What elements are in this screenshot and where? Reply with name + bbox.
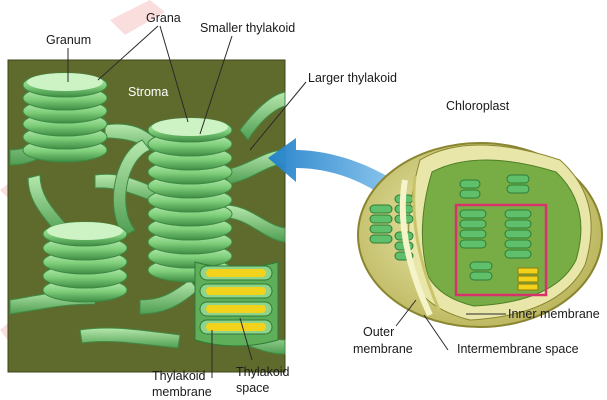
label-larger-thylakoid: Larger thylakoid [308,71,397,85]
label-granum: Granum [46,33,91,47]
cut-granum [195,262,278,346]
granum-2 [148,118,232,282]
magnified-panel [8,60,285,372]
label-thylakoid-membrane-1: Thylakoid [152,369,206,383]
label-outer-membrane-2: membrane [353,342,413,356]
granum-3 [43,222,127,302]
label-intermembrane-space: Intermembrane space [457,342,579,356]
label-chloroplast: Chloroplast [446,99,510,113]
label-inner-membrane: Inner membrane [508,307,600,321]
label-outer-membrane-1: Outer [363,325,394,339]
granum-1 [23,73,107,162]
label-smaller-thylakoid: Smaller thylakoid [200,21,295,35]
label-grana: Grana [146,11,181,25]
chloroplast [358,143,602,327]
label-thylakoid-membrane-2: membrane [152,385,212,399]
label-thylakoid-space-1: Thylakoid [236,365,290,379]
label-stroma: Stroma [128,85,168,99]
label-thylakoid-space-2: space [236,381,269,395]
